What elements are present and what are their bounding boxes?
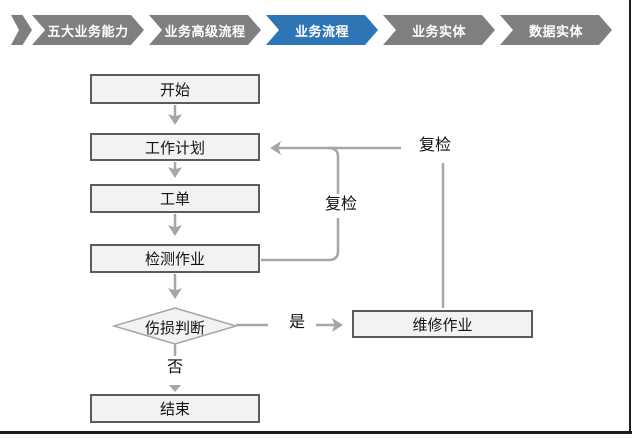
node-repair-job: 维修作业	[352, 310, 533, 338]
tab-business-process[interactable]: 业务流程	[266, 15, 378, 45]
tab-label: 五大业务能力	[47, 23, 129, 39]
breadcrumb: 五大业务能力 业务高级流程 业务流程 业务实体 数据实体	[0, 0, 634, 60]
tab-label: 数据实体	[528, 23, 583, 39]
node-label: 检测作业	[144, 251, 205, 268]
decision-diamond-shape	[111, 307, 239, 345]
node-work-plan: 工作计划	[90, 133, 260, 161]
chevron-lead-icon	[11, 15, 32, 45]
edge-label-recheck-outer: 复检	[412, 135, 458, 159]
node-damage-decision: 伤损判断	[115, 317, 235, 338]
node-label: 开始	[159, 81, 190, 99]
tab-label: 业务高级流程	[164, 23, 246, 39]
edge-label-yes: 是	[282, 312, 312, 334]
node-inspection-job: 检测作业	[90, 244, 260, 273]
frame-border-right	[629, 0, 631, 433]
node-label: 伤损判断	[144, 320, 205, 337]
node-label: 结束	[159, 401, 190, 418]
edge-label-no: 否	[160, 357, 190, 379]
node-label: 维修作业	[412, 316, 473, 334]
tab-business-entity[interactable]: 业务实体	[383, 15, 495, 45]
edge-label-recheck-inner: 复检	[318, 194, 364, 218]
frame-border-bottom	[0, 431, 632, 434]
tab-label: 业务流程	[294, 23, 349, 39]
tab-label: 业务实体	[411, 23, 466, 39]
node-start: 开始	[90, 74, 260, 104]
tab-five-business-capabilities[interactable]: 五大业务能力	[32, 15, 144, 45]
node-label: 工单	[159, 191, 190, 208]
node-label: 工作计划	[144, 139, 205, 157]
tab-business-highlevel-process[interactable]: 业务高级流程	[149, 15, 261, 45]
node-end: 结束	[90, 394, 260, 423]
arrowhead-no-to-end-icon	[169, 385, 181, 392]
node-work-order: 工单	[90, 184, 260, 213]
tab-data-entity[interactable]: 数据实体	[500, 15, 612, 45]
